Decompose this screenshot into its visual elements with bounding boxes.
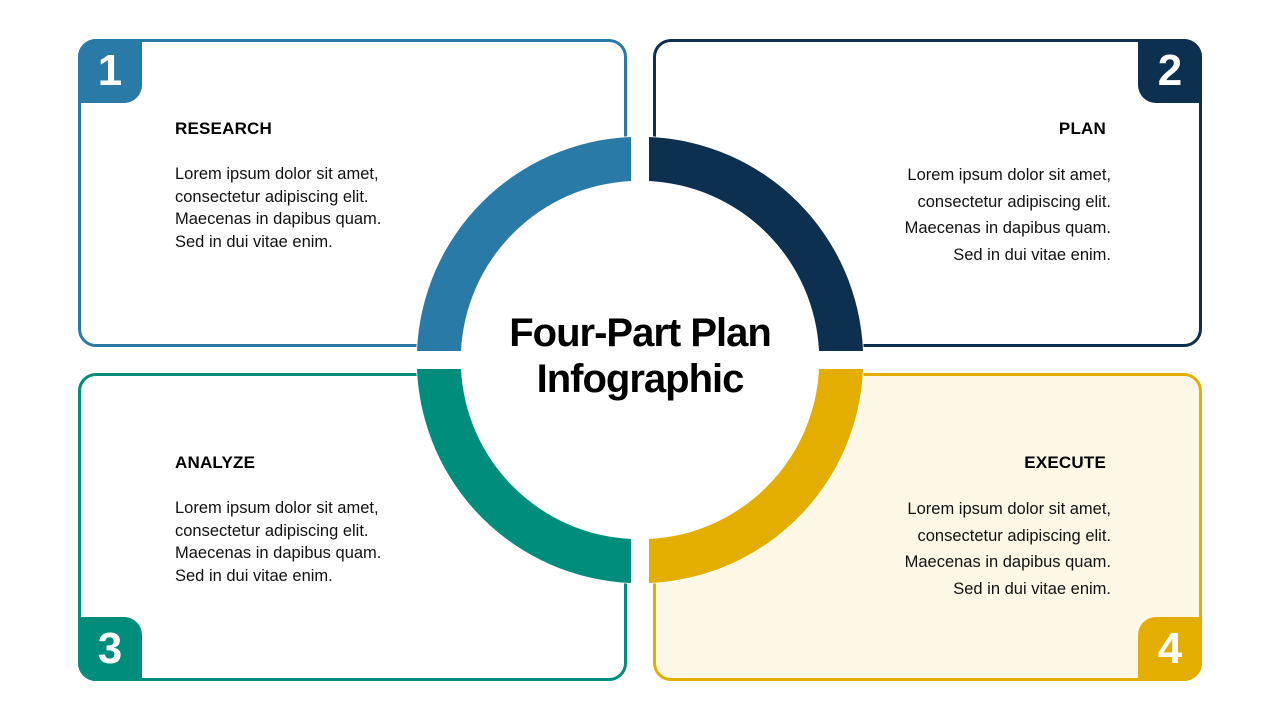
research-body-line: Maecenas in dapibus quam. [175,210,382,228]
center-title-line-2: Infographic [536,357,745,401]
plan-body-line: Lorem ipsum dolor sit amet, [907,166,1111,184]
step-number-badge-1: 1 [78,39,142,103]
analyze-body: Lorem ipsum dolor sit amet, consectetur … [175,497,381,587]
step-number-badge-4: 4 [1138,617,1202,681]
ring-backdrop [416,136,864,584]
analyze-heading: ANALYZE [175,453,256,472]
research-body: Lorem ipsum dolor sit amet, consectetur … [175,163,381,253]
step-number-badge-2: 2 [1138,39,1202,103]
plan-heading: PLAN [1058,119,1106,138]
execute-heading: EXECUTE [1024,453,1106,472]
research-ring-segment [417,137,631,351]
analyze-body-line: Maecenas in dapibus quam. [175,544,382,562]
plan-body: Lorem ipsum dolor sit amet, consectetur … [905,162,1111,268]
analyze-ring-segment [417,369,631,583]
execute-ring-segment [649,369,863,583]
execute-body-line: Maecenas in dapibus quam. [904,553,1111,571]
plan-body-line: consectetur adipiscing elit. [917,192,1111,211]
execute-body-line: Lorem ipsum dolor sit amet, [907,500,1111,518]
research-body-line: consectetur adipiscing elit. [175,187,369,206]
analyze-body-line: Lorem ipsum dolor sit amet, [175,499,379,517]
research-body-line: Sed in dui vitae enim. [175,232,333,251]
execute-body: Lorem ipsum dolor sit amet, consectetur … [905,496,1111,602]
center-title: Four-Part Plan Infographic [460,310,820,402]
execute-body-line: Sed in dui vitae enim. [953,579,1111,598]
research-heading: RESEARCH [175,119,273,138]
analyze-body-line: consectetur adipiscing elit. [175,521,369,540]
research-body-line: Lorem ipsum dolor sit amet, [175,165,379,183]
plan-body-line: Sed in dui vitae enim. [953,245,1111,264]
analyze-body-line: Sed in dui vitae enim. [175,566,333,585]
plan-body-line: Maecenas in dapibus quam. [904,219,1111,237]
center-title-line-1: Four-Part Plan [509,311,772,355]
plan-ring-segment [649,137,863,351]
step-number-badge-3: 3 [78,617,142,681]
execute-body-line: consectetur adipiscing elit. [917,526,1111,545]
